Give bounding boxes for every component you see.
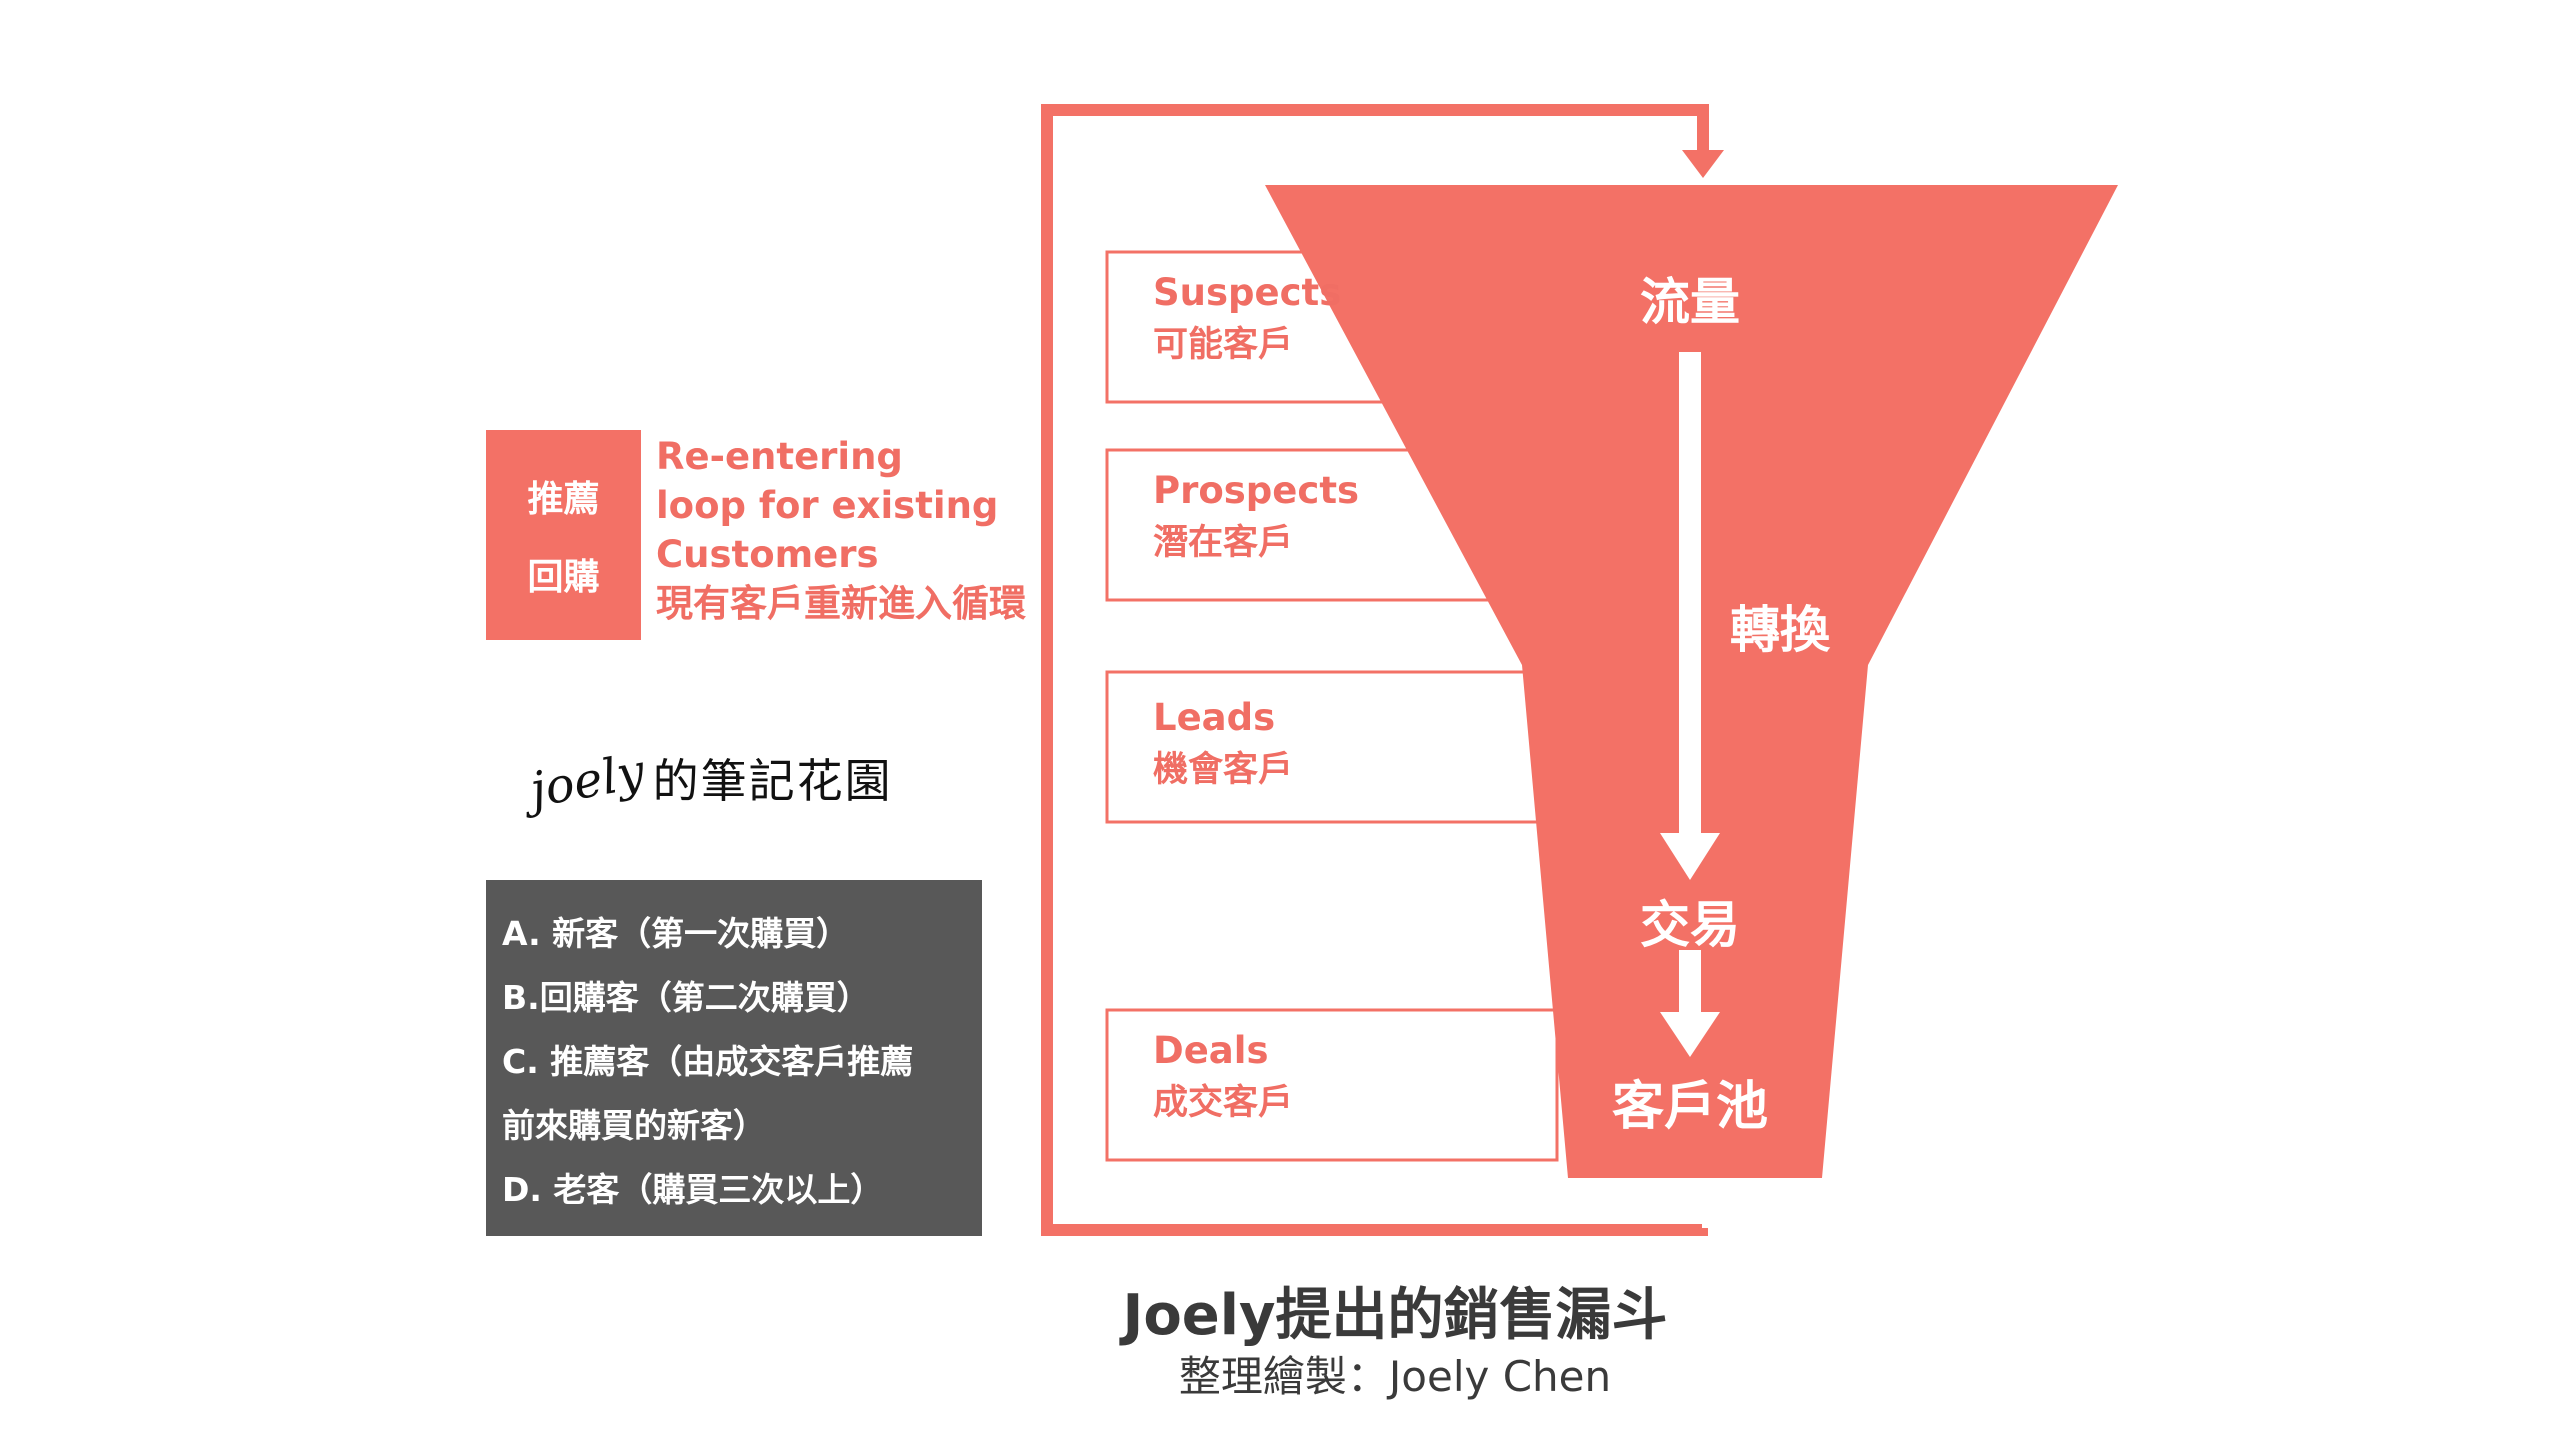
referral-description: Re-entering loop for existing Customers … (656, 432, 1026, 628)
pool-arrow-head (1660, 1012, 1720, 1057)
caption-subtitle: 整理繪製：Joely Chen (1178, 1352, 1612, 1401)
funnel-pool-label: 客戶池 (1611, 1077, 1768, 1137)
referral-text-line: Customers (656, 533, 879, 576)
caption-title: Joely提出的銷售漏斗 (1122, 1283, 1668, 1348)
referral-text-line: loop for existing (656, 484, 999, 527)
loop-arrow-head (1682, 150, 1724, 178)
legend-item: C. 推薦客（由成交客戶推薦 (502, 1042, 914, 1081)
stage-label-suspects: Suspects 可能客戶 (1153, 270, 1341, 368)
referral-box-line2: 回購 (527, 557, 600, 598)
stage-en: Prospects (1153, 469, 1360, 512)
stage-label-deals: Deals 成交客戶 (1153, 1028, 1293, 1126)
pool-arrow-shaft (1679, 950, 1701, 1015)
stage-box-leads (1105, 670, 1559, 824)
stage-zh: 潛在客戶 (1153, 523, 1294, 564)
stage-label-prospects: Prospects 潛在客戶 (1153, 468, 1359, 566)
legend-item: D. 老客（購買三次以上） (502, 1170, 884, 1209)
conversion-arrow-head (1660, 833, 1720, 880)
conversion-arrow-shaft (1679, 352, 1701, 837)
stage-box-deals (1105, 1008, 1559, 1162)
brand-name: 的筆記花園 (652, 754, 893, 808)
stage-en: Suspects (1153, 271, 1342, 314)
legend-item: 前來購買的新客） (502, 1106, 766, 1145)
brand-logo: joely 的筆記花園 (526, 743, 893, 818)
referral-text-line: Re-entering (656, 435, 903, 478)
customer-type-legend: A. 新客（第一次購買） B.回購客（第二次購買） C. 推薦客（由成交客戶推薦… (486, 880, 982, 1236)
brand-script: joely (526, 743, 649, 819)
stage-en: Deals (1153, 1029, 1269, 1072)
stage-en: Leads (1153, 696, 1276, 739)
stage-zh: 可能客戶 (1153, 325, 1294, 366)
legend-item: A. 新客（第一次購買） (502, 914, 850, 953)
loop-arrow-line (1041, 104, 1709, 1236)
legend-item: B.回購客（第二次購買） (502, 978, 870, 1017)
referral-box-line1: 推薦 (527, 479, 600, 520)
referral-text-line: 現有客戶重新進入循環 (656, 582, 1026, 625)
funnel-top-label: 流量 (1640, 273, 1740, 331)
stage-zh: 機會客戶 (1153, 750, 1294, 791)
stage-zh: 成交客戶 (1153, 1083, 1294, 1124)
referral-box: 推薦 回購 (486, 430, 641, 640)
stage-label-leads: Leads 機會客戶 (1153, 695, 1293, 793)
funnel-middle-label: 轉換 (1730, 601, 1830, 659)
funnel-transaction-label: 交易 (1640, 896, 1740, 954)
